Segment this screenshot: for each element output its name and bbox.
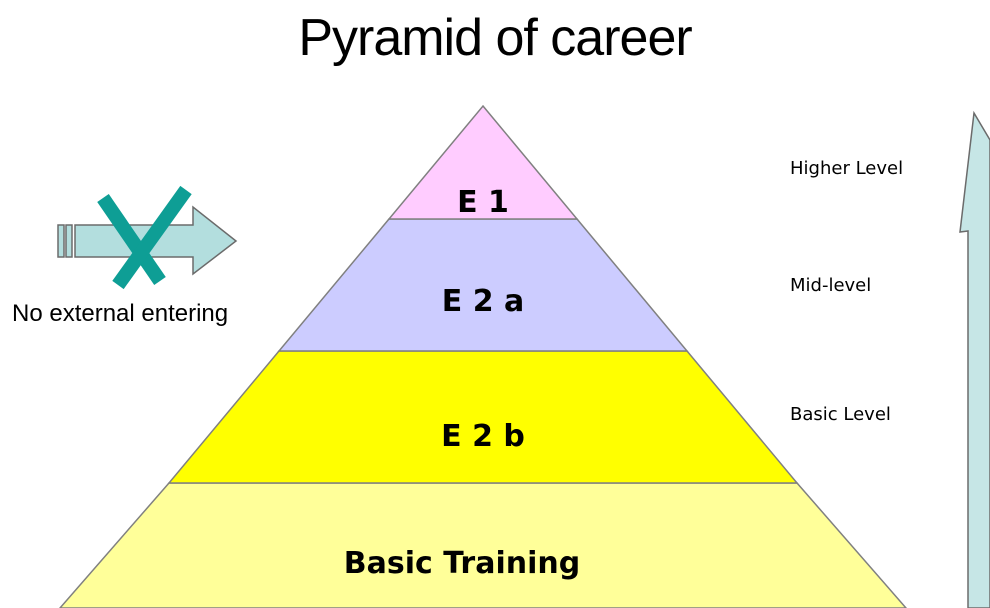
- tier-label-basic-training: Basic Training: [344, 546, 580, 581]
- cross-stroke-2: [112, 185, 192, 290]
- level-label-mid: Mid-level: [790, 275, 872, 296]
- level-label-basic: Basic Level: [790, 404, 891, 425]
- page-title: Pyramid of career: [298, 9, 692, 67]
- upward-progress-arrow-icon: [959, 110, 990, 608]
- cross-stroke-1: [97, 194, 166, 285]
- arrow-tail-bar-1: [57, 224, 65, 258]
- tier-label-e2a: E 2 a: [442, 284, 525, 319]
- cross-icon: [97, 185, 192, 290]
- no-external-entering-note: No external entering: [12, 300, 229, 327]
- tier-label-e1: E 1: [457, 185, 509, 220]
- tier-label-e2b: E 2 b: [441, 419, 525, 454]
- tier-e1: [387, 104, 579, 220]
- tier-e2b: [167, 350, 799, 484]
- level-label-higher: Higher Level: [790, 158, 904, 179]
- arrow-tail-bar-2: [65, 224, 73, 258]
